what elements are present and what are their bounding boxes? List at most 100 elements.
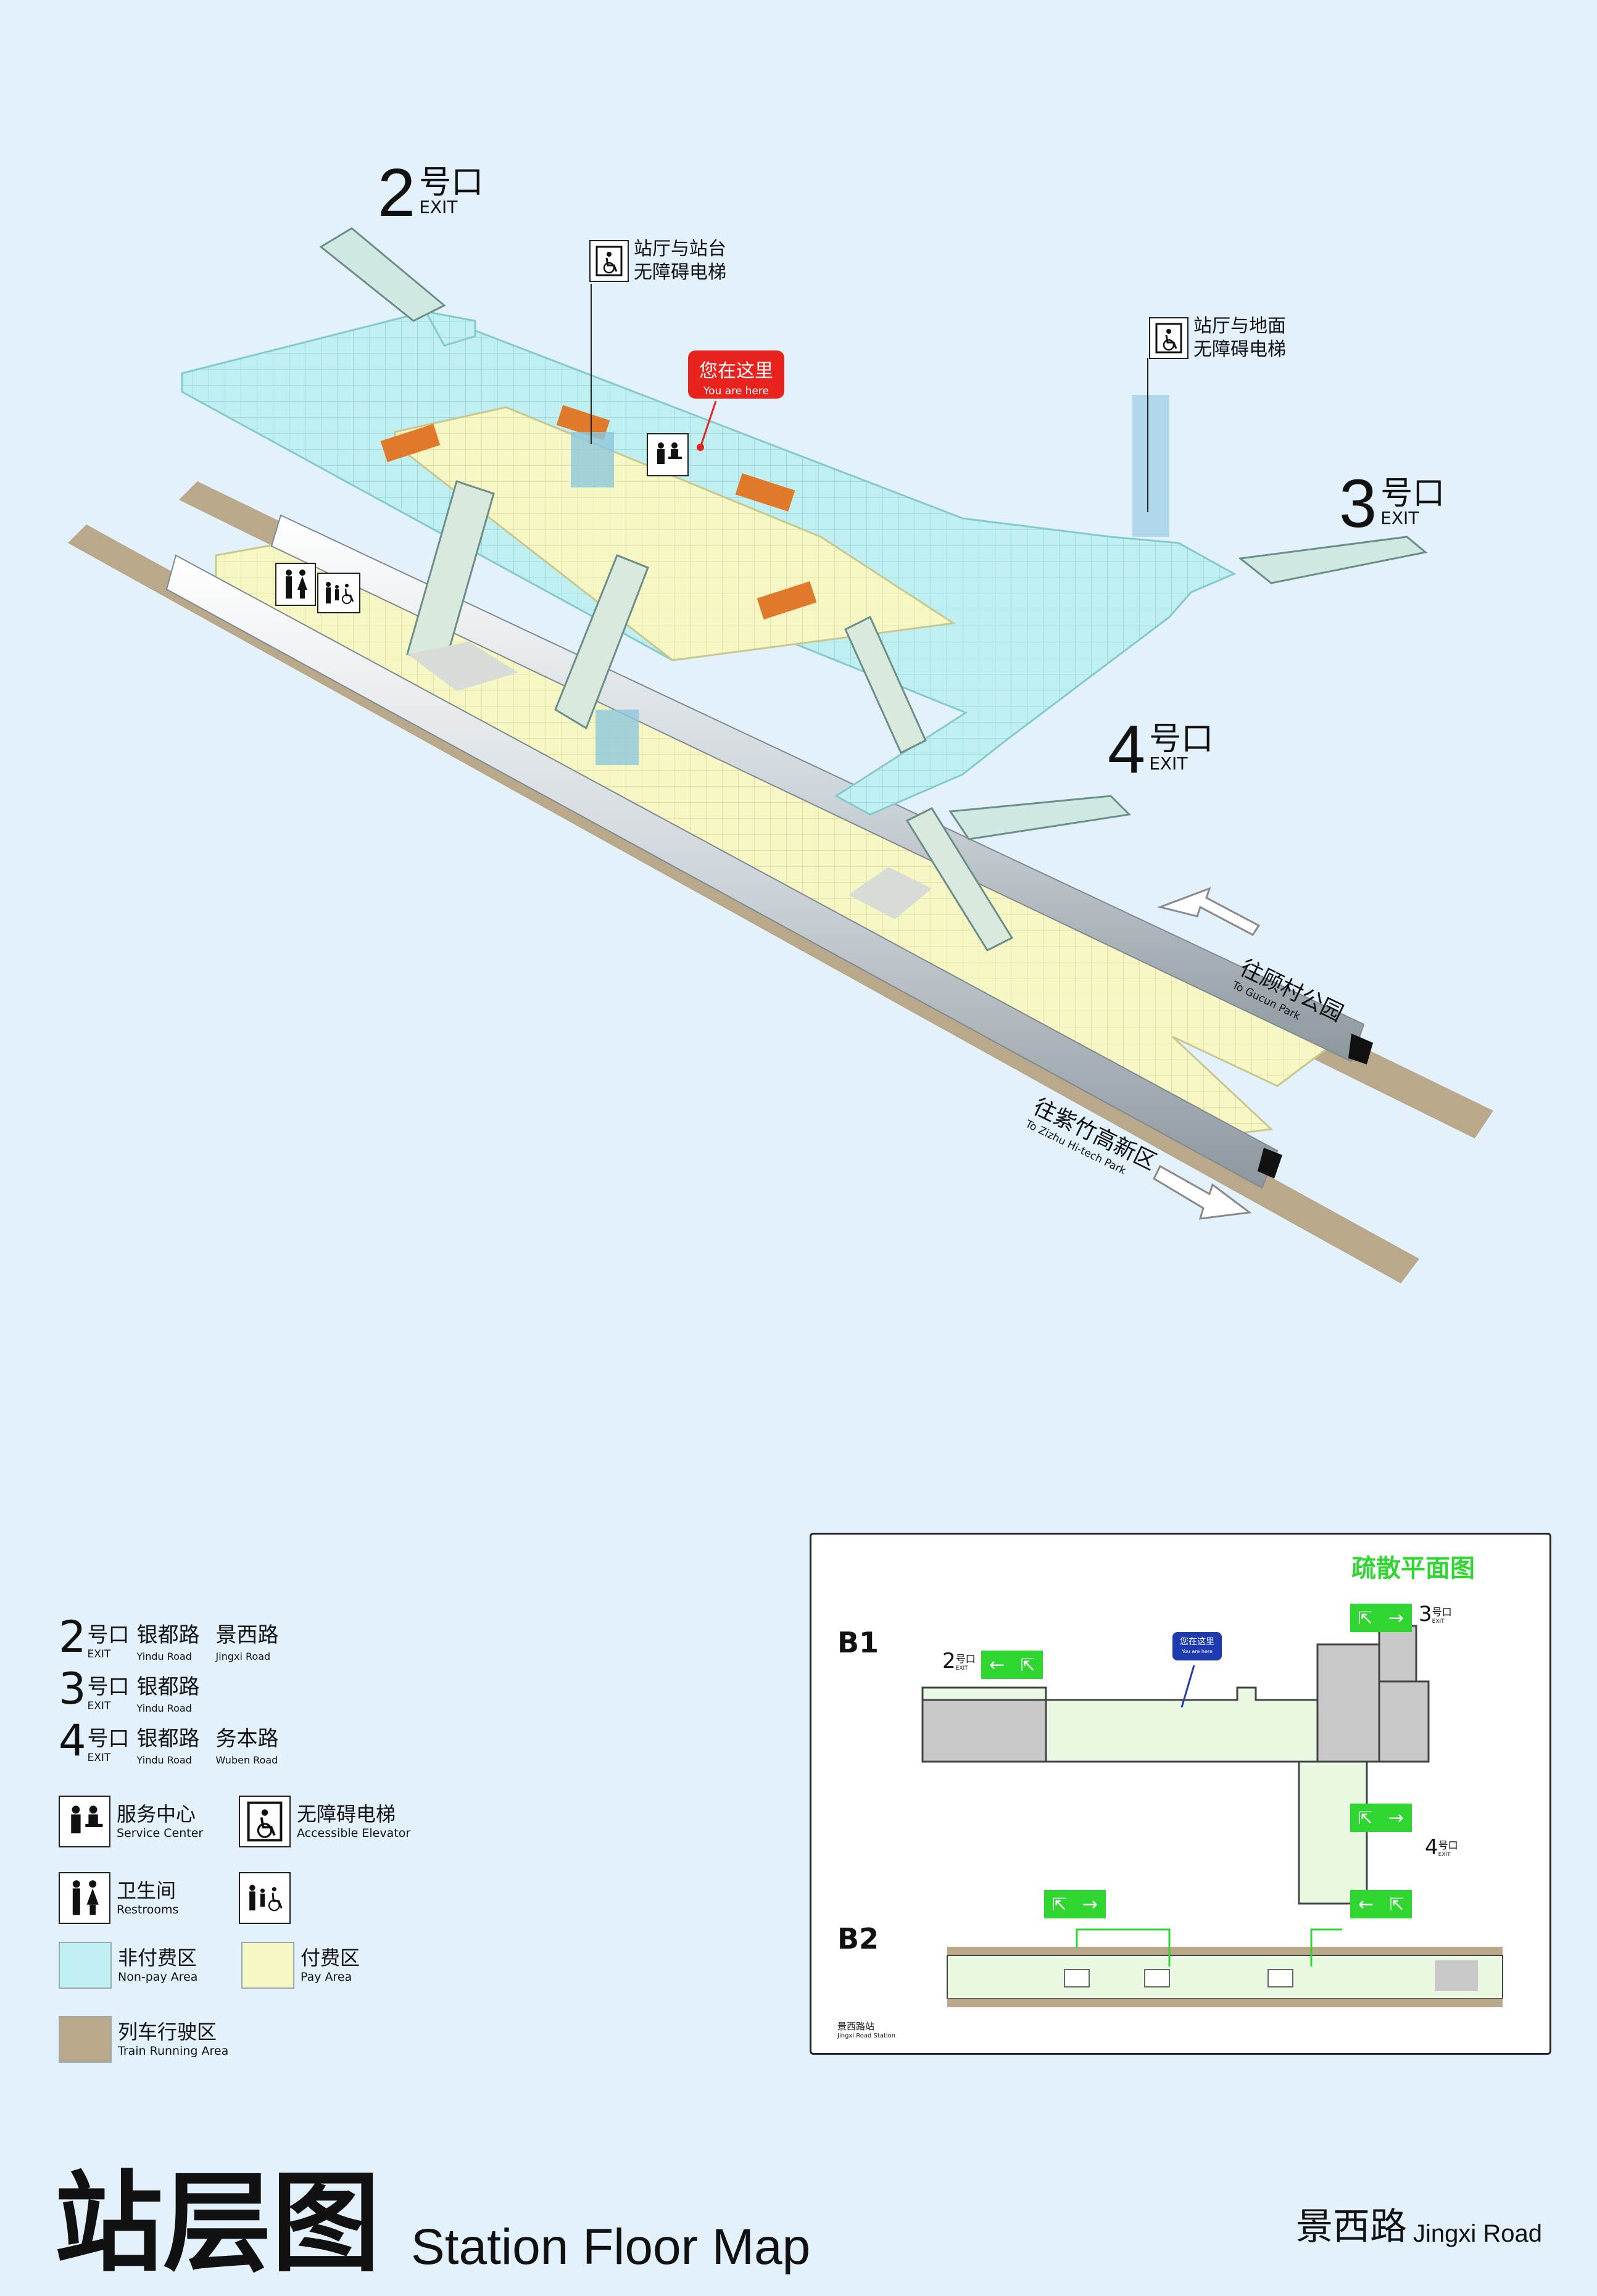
wheelchair-elevator-icon [1149,317,1188,359]
station-3d-map [68,227,1493,1283]
fare-gates-3 [735,473,795,512]
legend-exit-en: EXIT [87,1752,111,1764]
legend-exit-en: EXIT [87,1648,111,1660]
escalator-exit2 [319,227,446,322]
evac-b1-right [1378,1680,1430,1763]
legend-train-en: Train Running Area [118,2044,229,2058]
arrow-left-icon: ← [1358,1893,1374,1915]
you-are-here-en: You are here [703,385,769,397]
service-center-icon [647,433,689,476]
evac-exit4-en: EXIT [1438,1852,1451,1858]
running-man-icon: ⇱ [1389,1894,1404,1915]
legend-exit-row: 2 号口 EXIT 银都路 Yindu Road 景西路 Jingxi Road [59,1615,491,1667]
swatch-non-pay [59,1942,112,1989]
arrow-right-icon: → [1388,1807,1404,1829]
legend-elevator-en: Accessible Elevator [297,1826,411,1840]
escalator-mid [844,615,927,755]
legend-exit-cn: 号口 [87,1623,130,1647]
legend-restroom-cn: 卫生间 [117,1878,176,1902]
legend-train-cn: 列车行驶区 [118,2020,217,2044]
train-lower [165,554,1282,1189]
arrow-right-icon: → [1082,1893,1098,1915]
exit4-en: EXIT [1149,753,1188,774]
fare-gates-4 [757,581,817,620]
evac-exit-sign: ⇱ → [1044,1890,1106,1918]
legend-service-center-en: Service Center [117,1826,204,1840]
arrow-to-zizhu-icon [1153,1164,1252,1220]
legend-elevator-cn: 无障碍电梯 [297,1802,396,1826]
legend-swatch-row: 非付费区 Non-pay Area 付费区 Pay Area [59,1938,491,1993]
exit4-cn: 号口 [1149,721,1214,758]
exit4-label: 4 号口 EXIT [1108,716,1213,784]
you-are-here-dot [697,444,704,451]
evac-here-pointer [1180,1665,1195,1708]
evac-b2-label: B2 [837,1922,879,1955]
concourse-exit2-stub [424,310,476,347]
evac-exit-sign: ← ⇱ [981,1651,1043,1679]
station-name-cn: 景西路 [1296,2205,1407,2248]
exit4-number: 4 [1108,711,1146,787]
elevator-shaft-ground [1132,395,1169,537]
evac-exit2-cn: 号口 [955,1653,976,1665]
legend-exit-en: EXIT [87,1700,111,1712]
escalator-exit4 [948,795,1132,840]
footer-title: 站层图 Station Floor Map [54,2135,810,2292]
legend-exit-cn: 号口 [87,1675,130,1699]
evac-exit4-number: 4 [1425,1835,1438,1860]
evac-b2-escalator [1064,1969,1090,1987]
leader-you-are-here [699,400,717,448]
accessible-restroom-icon [239,1872,291,1924]
escalator-exit3 [1238,536,1428,584]
evac-b2-escalator [1267,1969,1293,1987]
restroom-icon [59,1872,110,1924]
wheelchair-elevator-icon [239,1796,291,1847]
evac-station-cn: 景西路站 [837,2021,875,2032]
stair-void-1 [407,642,518,691]
service-center-icon [59,1796,110,1847]
callout-elevator-ground-line2: 无障碍电梯 [1193,339,1286,360]
arrow-right-icon: → [1388,1607,1404,1629]
evac-exit-sign: ⇱ → [1350,1804,1412,1832]
running-man-icon: ⇱ [1052,1894,1067,1915]
exit3-en: EXIT [1380,508,1419,528]
callout-elevator-ground: 站厅与地面 无障碍电梯 [1149,315,1286,362]
exit2-en: EXIT [419,197,458,217]
restroom-icon [275,563,316,606]
legend-non-pay-cn: 非付费区 [118,1946,197,1970]
evac-station-name: 景西路站 Jingxi Road Station [837,2020,895,2039]
elevator-shaft-platform-lower [595,710,639,765]
accessible-restroom-icon [317,573,360,613]
legend-road-cn: 银都路 [136,1726,200,1751]
evac-exit3-number: 3 [1419,1602,1432,1627]
callout-elevator-platform-line1: 站厅与站台 [634,238,726,260]
evac-station-en: Jingxi Road Station [837,2033,896,2039]
evac-b1-exit3-stair [1378,1625,1417,1683]
stair-void-2 [848,867,932,919]
page-title-cn: 站层图 [54,2159,381,2287]
legend-road-en: Jingxi Road [215,1651,271,1662]
evac-b2-route-right [1310,1928,1342,1967]
legend-road-en: Yindu Road [136,1754,192,1766]
evac-b1-label: B1 [837,1626,879,1659]
evac-exit-sign: ← ⇱ [1350,1890,1412,1918]
legend-road-en: Yindu Road [136,1702,192,1714]
legend-restroom-en: Restrooms [117,1902,179,1917]
running-man-icon: ⇱ [1358,1607,1373,1628]
legend: 2 号口 EXIT 银都路 Yindu Road 景西路 Jingxi Road… [59,1615,491,2067]
evac-exit-sign: ⇱ → [1350,1604,1412,1632]
evac-you-are-here-en: You are here [1182,1649,1213,1654]
fare-gates-1 [380,423,441,463]
wheelchair-elevator-icon [589,240,629,282]
evac-exit4-label: 4 号口 EXIT [1425,1837,1458,1858]
running-man-icon: ⇱ [1020,1654,1035,1675]
legend-exit-row: 3 号口 EXIT 银都路 Yindu Road [59,1667,491,1719]
evac-you-are-here: 您在这里 You are here [1172,1632,1222,1660]
you-are-here-cn: 您在这里 [699,360,773,382]
evac-b2-platform [947,1955,1503,1999]
fare-gates-2 [556,405,610,441]
legend-road-en: Yindu Road [136,1651,192,1662]
legend-exit-cn: 号口 [87,1726,130,1751]
you-are-here-marker: 您在这里 You are here [688,350,784,399]
legend-exit-number: 2 [59,1612,86,1662]
legend-icons-row-2: 卫生间 Restrooms [59,1865,491,1931]
